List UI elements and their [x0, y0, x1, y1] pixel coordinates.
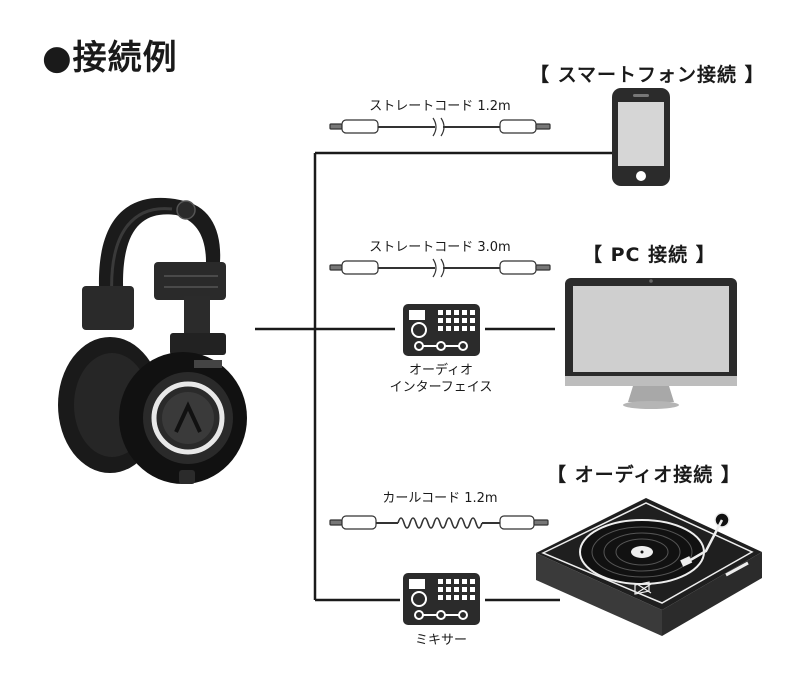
- smartphone-icon: [612, 88, 670, 186]
- cable-label-straight-1-2m: ストレートコード 1.2m: [369, 99, 511, 114]
- mixer-icon: [403, 573, 480, 625]
- section-pc-connection: 【 PC 接続 】: [583, 244, 716, 266]
- section-smartphone-connection: 【 スマートフォン接続 】: [530, 64, 765, 86]
- mixer-label: ミキサー: [414, 633, 467, 648]
- audio-interface-label: オーディオ インターフェイス: [371, 362, 511, 396]
- page-title: ●接続例: [42, 38, 178, 78]
- turntable-icon: [536, 498, 762, 636]
- headphones-icon: [58, 197, 247, 484]
- straight-cable-1-2m-icon: [329, 117, 551, 137]
- cable-label-straight-3-0m: ストレートコード 3.0m: [369, 240, 511, 255]
- pc-monitor-icon: [565, 278, 737, 409]
- connection-lines: [255, 151, 612, 602]
- cable-label-curl-1-2m: カールコード 1.2m: [382, 491, 498, 506]
- audio-interface-label-line1: オーディオ: [408, 363, 474, 378]
- curl-cable-1-2m-icon: [329, 515, 549, 530]
- audio-interface-label-line2: インターフェイス: [389, 380, 493, 395]
- section-audio-connection: 【 オーディオ接続 】: [547, 464, 741, 486]
- straight-cable-3-0m-icon: [329, 258, 551, 278]
- audio-interface-icon: [403, 304, 480, 356]
